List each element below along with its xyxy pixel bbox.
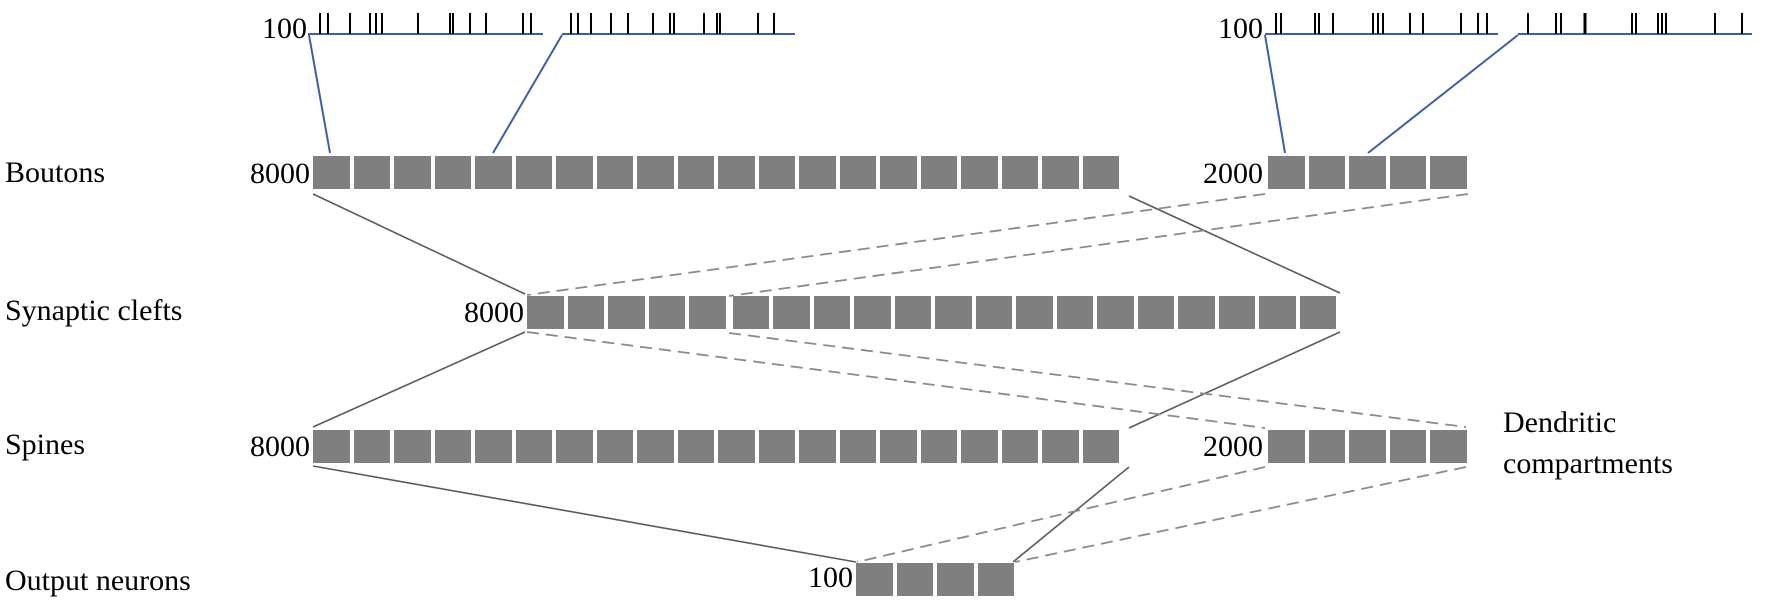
cleft-block	[773, 296, 810, 329]
spine-block	[961, 430, 998, 463]
bouton-block	[1349, 156, 1386, 189]
cleft-block	[975, 296, 1012, 329]
spine-block	[637, 430, 674, 463]
cleft-block	[1299, 296, 1336, 329]
dendritic-compartments-label-line1: Dendritic	[1503, 406, 1617, 439]
spine-block	[799, 430, 836, 463]
cleft-block	[689, 296, 726, 329]
bouton-block	[353, 156, 390, 189]
neuron-block	[937, 563, 974, 596]
bouton-block	[1042, 156, 1079, 189]
neuron-block	[977, 563, 1014, 596]
spine-block	[434, 430, 471, 463]
bouton-block	[596, 156, 633, 189]
spike-input-count-2: 100	[1218, 12, 1263, 45]
cleft-block	[527, 296, 564, 329]
spine-block	[718, 430, 755, 463]
bouton-block	[1430, 156, 1467, 189]
dendrite-block	[1389, 430, 1426, 463]
bouton-block	[313, 156, 350, 189]
bouton-block	[556, 156, 593, 189]
spine-block	[556, 430, 593, 463]
bouton-block	[1082, 156, 1119, 189]
bouton-block	[677, 156, 714, 189]
synaptic-clefts-count: 8000	[464, 296, 524, 329]
bouton-block	[718, 156, 755, 189]
row-label-output-neurons: Output neurons	[5, 564, 191, 597]
bouton-block	[1308, 156, 1345, 189]
synaptic-clefts-blocks	[527, 296, 1336, 329]
boutons-count-8000: 8000	[250, 157, 310, 190]
spike-input-count-1: 100	[262, 12, 307, 45]
spine-block	[758, 430, 795, 463]
spine-block	[1082, 430, 1119, 463]
spine-block	[920, 430, 957, 463]
dendritic-count-2000: 2000	[1203, 430, 1263, 463]
boutons-8000-blocks	[313, 156, 1119, 189]
bouton-block	[839, 156, 876, 189]
cleft-block	[1218, 296, 1255, 329]
spine-block	[313, 430, 350, 463]
dendrite-block	[1349, 430, 1386, 463]
output-neurons-count: 100	[808, 561, 853, 594]
cleft-block	[608, 296, 645, 329]
dashed-connectors	[526, 193, 1469, 563]
cleft-block	[1016, 296, 1053, 329]
cleft-block	[935, 296, 972, 329]
neuron-block	[856, 563, 893, 596]
bouton-block	[758, 156, 795, 189]
cleft-block	[567, 296, 604, 329]
bouton-block	[961, 156, 998, 189]
spine-block	[1001, 430, 1038, 463]
dendrite-block	[1268, 430, 1305, 463]
cleft-block	[1056, 296, 1093, 329]
solid-connectors	[312, 193, 1341, 563]
spike-baselines	[308, 33, 1752, 154]
dendrite-block	[1430, 430, 1467, 463]
bouton-block	[475, 156, 512, 189]
bouton-block	[1001, 156, 1038, 189]
spike-ticks	[319, 13, 1743, 34]
spine-block	[515, 430, 552, 463]
dendritic-compartments-blocks	[1268, 430, 1467, 463]
output-neurons-blocks	[856, 563, 1014, 596]
cleft-block	[1178, 296, 1215, 329]
row-label-synaptic-clefts: Synaptic clefts	[5, 294, 183, 327]
bouton-block	[1389, 156, 1426, 189]
dendritic-compartments-label-line2: compartments	[1503, 447, 1673, 480]
bouton-block	[920, 156, 957, 189]
bouton-block	[799, 156, 836, 189]
cleft-block	[813, 296, 850, 329]
cleft-block	[854, 296, 891, 329]
cleft-block	[648, 296, 685, 329]
boutons-2000-blocks	[1268, 156, 1467, 189]
bouton-block	[1268, 156, 1305, 189]
spine-block	[839, 430, 876, 463]
bouton-block	[880, 156, 917, 189]
spine-block	[475, 430, 512, 463]
cleft-block	[894, 296, 931, 329]
spine-block	[880, 430, 917, 463]
spine-block	[677, 430, 714, 463]
boutons-count-2000: 2000	[1203, 157, 1263, 190]
spines-count-8000: 8000	[250, 430, 310, 463]
spines-blocks	[313, 430, 1119, 463]
row-label-boutons: Boutons	[5, 156, 106, 189]
spine-block	[596, 430, 633, 463]
dendrite-block	[1308, 430, 1345, 463]
cleft-block	[1259, 296, 1296, 329]
spine-block	[1042, 430, 1079, 463]
spine-block	[394, 430, 431, 463]
row-label-spines: Spines	[5, 428, 86, 461]
cleft-block	[1137, 296, 1174, 329]
cleft-block	[732, 296, 769, 329]
bouton-block	[637, 156, 674, 189]
cleft-block	[1097, 296, 1134, 329]
spine-block	[353, 430, 390, 463]
bouton-block	[394, 156, 431, 189]
neuron-block	[896, 563, 933, 596]
bouton-block	[434, 156, 471, 189]
bouton-block	[515, 156, 552, 189]
